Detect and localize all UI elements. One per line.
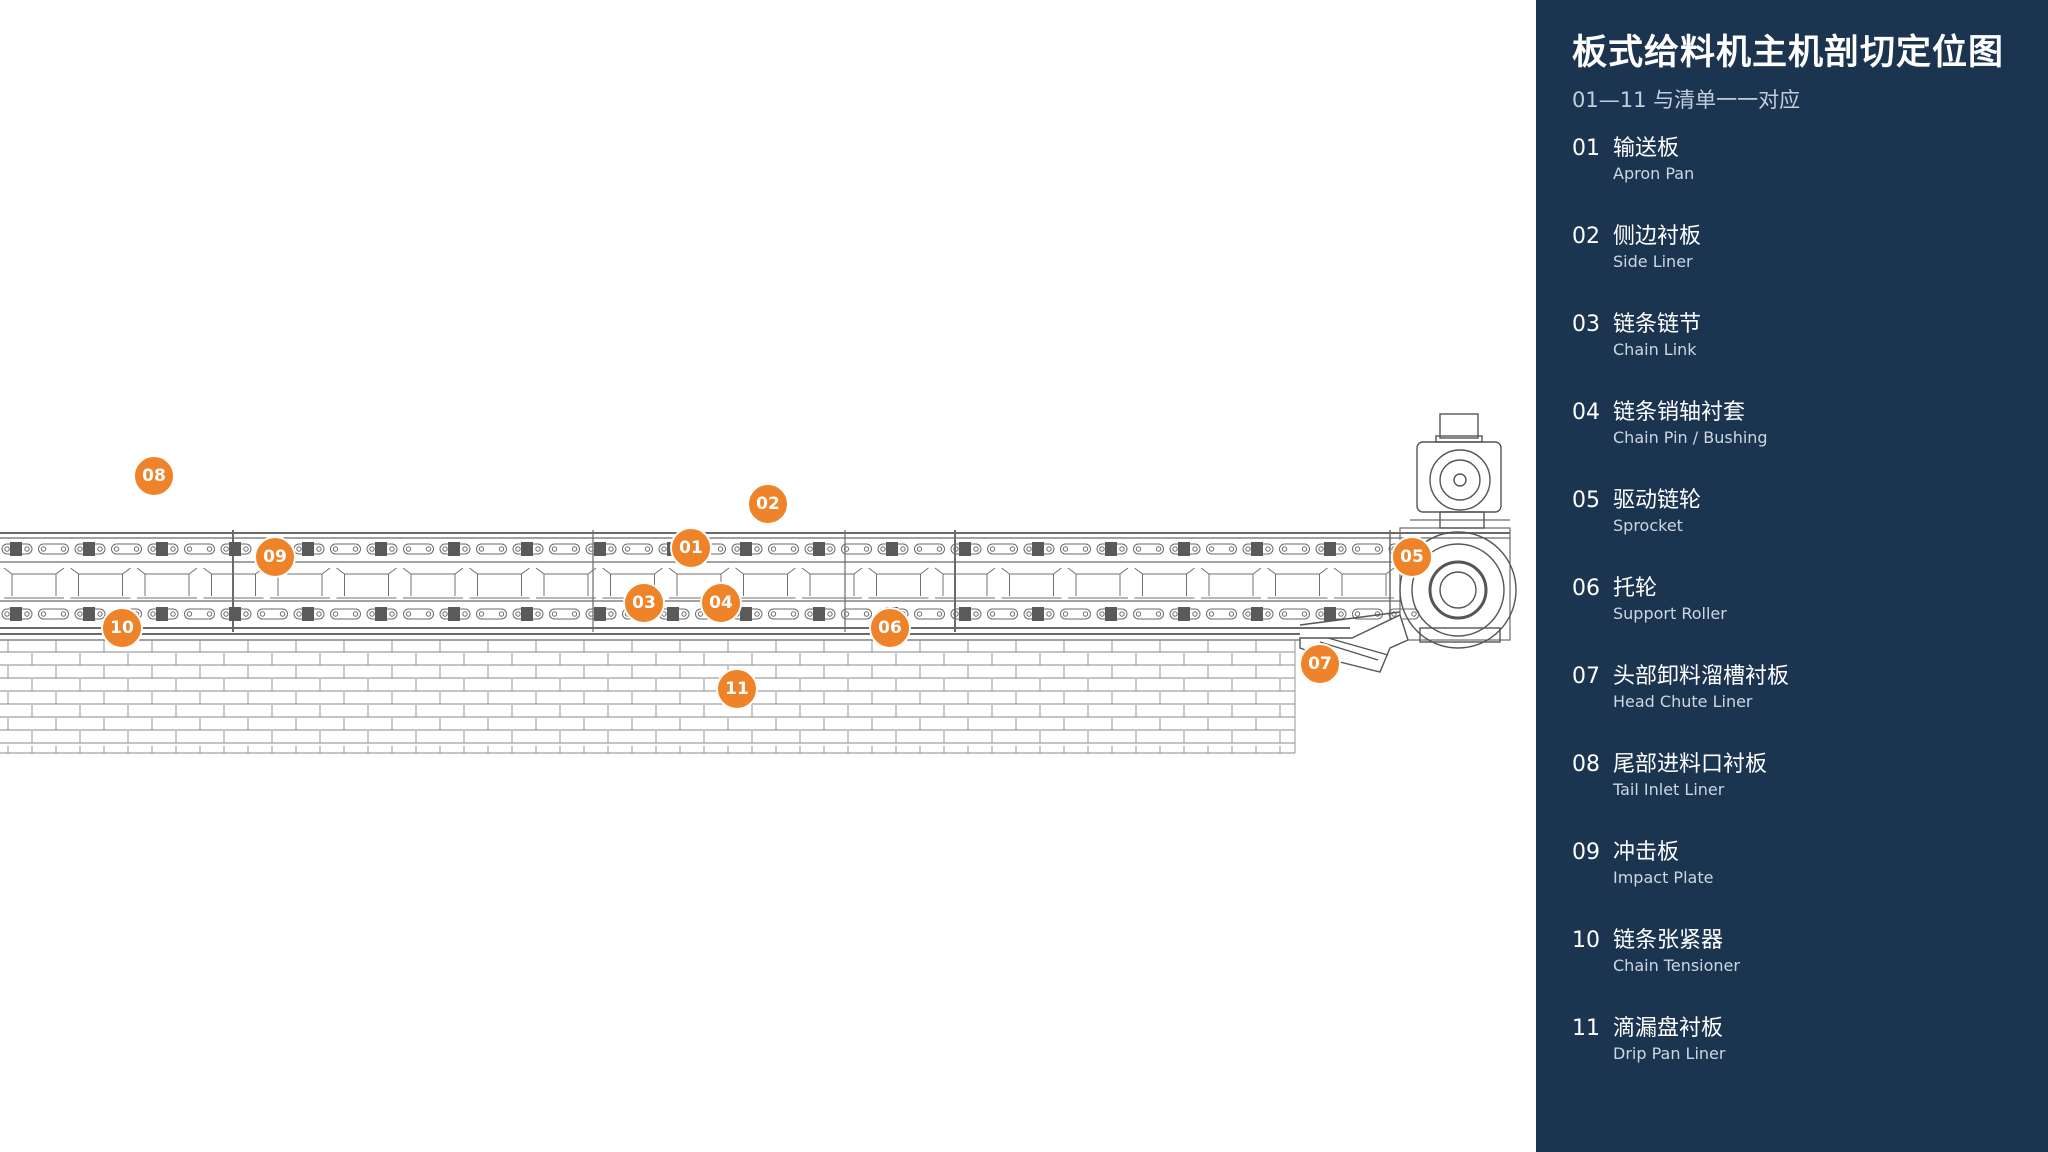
legend-label-zh: 尾部进料口衬板 <box>1613 752 1768 777</box>
legend-number: 11 <box>1572 1016 1600 1041</box>
legend-label-en: Chain Tensioner <box>1613 956 1740 975</box>
legend-label-zh: 头部卸料溜槽衬板 <box>1613 664 1790 689</box>
legend-number: 09 <box>1572 840 1600 865</box>
legend-item-02: 02 侧边衬板 Side Liner <box>1572 222 2048 310</box>
marker-02[interactable]: 02 <box>747 483 789 525</box>
marker-09[interactable]: 09 <box>254 536 296 578</box>
legend-label-en: Chain Link <box>1613 340 1697 359</box>
marker-03[interactable]: 03 <box>623 582 665 624</box>
legend-label-zh: 侧边衬板 <box>1613 224 1702 249</box>
marker-10[interactable]: 10 <box>101 607 143 649</box>
legend-label-en: Apron Pan <box>1613 164 1695 183</box>
legend-item-05: 05 驱动链轮 Sprocket <box>1572 486 2048 574</box>
legend-number: 03 <box>1572 312 1600 337</box>
legend-label-en: Tail Inlet Liner <box>1613 780 1725 799</box>
apron-pans <box>3 567 1395 599</box>
legend-label-en: Head Chute Liner <box>1613 692 1753 711</box>
legend-item-08: 08 尾部进料口衬板 Tail Inlet Liner <box>1572 750 2048 838</box>
legend-label-en: Impact Plate <box>1613 868 1714 887</box>
legend-number: 07 <box>1572 664 1600 689</box>
legend-item-06: 06 托轮 Support Roller <box>1572 574 2048 662</box>
marker-07[interactable]: 07 <box>1299 643 1341 685</box>
legend-label-en: Chain Pin / Bushing <box>1613 428 1768 447</box>
marker-08[interactable]: 08 <box>133 455 175 497</box>
legend-item-10: 10 链条张紧器 Chain Tensioner <box>1572 926 2048 1014</box>
legend-label-zh: 链条张紧器 <box>1613 928 1724 953</box>
legend-number: 01 <box>1572 136 1600 161</box>
legend-label-en: Drip Pan Liner <box>1613 1044 1726 1063</box>
legend-number: 06 <box>1572 576 1600 601</box>
legend-item-07: 07 头部卸料溜槽衬板 Head Chute Liner <box>1572 662 2048 750</box>
marker-06[interactable]: 06 <box>869 607 911 649</box>
legend-sidebar: 板式给料机主机剖切定位图 01—11 与清单一一对应 01 输送板 Apron P… <box>1536 0 2048 1152</box>
sidebar-title: 板式给料机主机剖切定位图 <box>1572 33 2005 73</box>
conveyor-frame <box>0 519 1511 641</box>
legend-label-en: Side Liner <box>1613 252 1693 271</box>
drawing-area: 01 02 03 04 05 06 07 08 09 10 11 <box>0 413 1517 754</box>
legend-number: 10 <box>1572 928 1600 953</box>
legend-label-zh: 链条销轴衬套 <box>1613 400 1746 425</box>
marker-04[interactable]: 04 <box>700 582 742 624</box>
legend-item-04: 04 链条销轴衬套 Chain Pin / Bushing <box>1572 398 2048 486</box>
legend-label-zh: 驱动链轮 <box>1613 488 1702 513</box>
legend-item-09: 09 冲击板 Impact Plate <box>1572 838 2048 926</box>
legend-item-03: 03 链条链节 Chain Link <box>1572 310 2048 398</box>
legend-label-zh: 输送板 <box>1613 136 1680 161</box>
legend-label-en: Support Roller <box>1613 604 1727 623</box>
legend-label-zh: 滴漏盘衬板 <box>1613 1016 1724 1041</box>
legend-label-zh: 托轮 <box>1613 576 1658 601</box>
marker-05[interactable]: 05 <box>1391 536 1433 578</box>
drive-head <box>1299 413 1517 673</box>
legend-item-11: 11 滴漏盘衬板 Drip Pan Liner <box>1572 1014 2048 1102</box>
legend-number: 08 <box>1572 752 1600 777</box>
drip-pan-grid <box>0 640 1296 754</box>
apron-feeder-section-drawing <box>0 413 1517 754</box>
sidebar-subtitle: 01—11 与清单一一对应 <box>1572 88 1801 112</box>
legend-label-en: Sprocket <box>1613 516 1683 535</box>
legend-item-01: 01 输送板 Apron Pan <box>1572 134 2048 222</box>
legend-label-zh: 冲击板 <box>1613 840 1680 865</box>
marker-11[interactable]: 11 <box>716 668 758 710</box>
legend-number: 04 <box>1572 400 1600 425</box>
legend-number: 05 <box>1572 488 1600 513</box>
legend-number: 02 <box>1572 224 1600 249</box>
marker-01[interactable]: 01 <box>670 527 712 569</box>
legend-label-zh: 链条链节 <box>1613 312 1702 337</box>
legend-list: 01 输送板 Apron Pan 02 侧边衬板 Side Liner 03 链条链… <box>1572 134 2048 1102</box>
